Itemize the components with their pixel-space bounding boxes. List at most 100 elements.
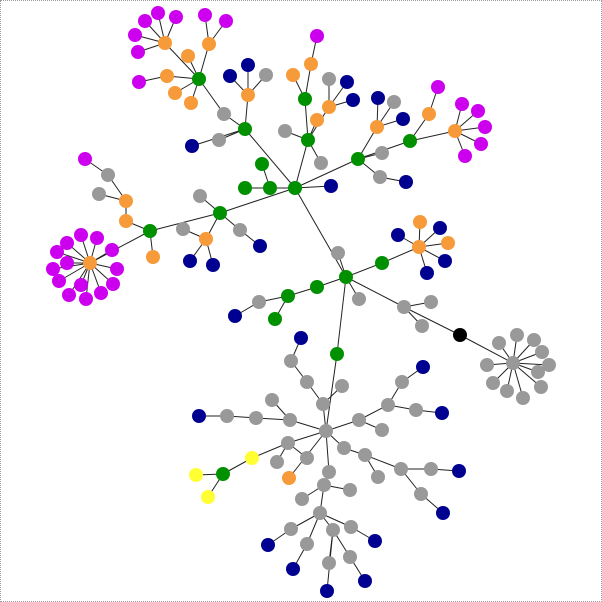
- graph-node-magenta: [106, 277, 120, 291]
- graph-node-magenta: [105, 243, 119, 257]
- graph-node-gray: [331, 246, 345, 260]
- graph-node-gray: [492, 336, 506, 350]
- graph-node-gray: [92, 187, 106, 201]
- graph-node-navy: [435, 406, 449, 420]
- graph-node-navy: [399, 175, 413, 189]
- graph-node-gray: [278, 124, 292, 138]
- graph-node-orange: [310, 113, 324, 127]
- graph-edge: [244, 128, 296, 189]
- graph-node-navy: [420, 266, 434, 280]
- graph-node-green: [143, 224, 157, 238]
- graph-node-gray: [284, 522, 298, 536]
- graph-node-magenta: [431, 80, 445, 94]
- graph-node-green: [255, 157, 269, 171]
- graph-node-gray: [500, 384, 514, 398]
- graph-node-gray: [193, 189, 207, 203]
- graph-node-navy: [320, 584, 334, 598]
- graph-node-orange: [199, 232, 213, 246]
- graph-node-green: [298, 92, 312, 106]
- graph-node-gray: [531, 365, 545, 379]
- graph-node-orange: [413, 215, 427, 229]
- graph-node-gray: [326, 523, 340, 537]
- graph-node-gray: [394, 462, 408, 476]
- graph-node-orange: [241, 88, 255, 102]
- graph-edge: [336, 276, 347, 355]
- graph-node-gray: [317, 478, 331, 492]
- graph-node-magenta: [60, 236, 74, 250]
- graph-node-gray: [516, 391, 530, 405]
- graph-node-magenta: [198, 8, 212, 22]
- graph-node-magenta: [151, 6, 165, 20]
- graph-node-gray: [176, 222, 190, 236]
- graph-node-green: [238, 181, 252, 195]
- graph-node-gray: [265, 393, 279, 407]
- graph-edge: [325, 353, 338, 432]
- graph-node-green: [403, 134, 417, 148]
- graph-node-green: [351, 152, 365, 166]
- graph-node-black: [453, 328, 467, 342]
- graph-node-gray: [352, 292, 366, 306]
- graph-node-magenta: [458, 149, 472, 163]
- graph-node-orange: [158, 36, 172, 50]
- graph-node-magenta: [60, 256, 74, 270]
- graph-node-magenta: [138, 14, 152, 28]
- graph-node-orange: [181, 49, 195, 63]
- graph-node-navy: [368, 534, 382, 548]
- graph-node-magenta: [169, 10, 183, 24]
- graph-node-gray: [395, 375, 409, 389]
- graph-node-green: [339, 270, 353, 284]
- graph-node-gray: [415, 319, 429, 333]
- graph-node-magenta: [310, 29, 324, 43]
- graph-node-navy: [286, 562, 300, 576]
- graph-node-navy: [324, 179, 338, 193]
- graph-edge: [219, 187, 296, 214]
- graph-node-orange: [412, 240, 426, 254]
- graph-node-navy: [192, 409, 206, 423]
- graph-node-navy: [438, 254, 452, 268]
- graph-node-orange: [441, 236, 455, 250]
- graph-node-magenta: [90, 231, 104, 245]
- graph-node-gray: [220, 409, 234, 423]
- graph-node-gray: [535, 345, 549, 359]
- graph-node-magenta: [79, 292, 93, 306]
- graph-node-navy: [436, 506, 450, 520]
- graph-node-gray: [424, 462, 438, 476]
- graph-node-navy: [452, 464, 466, 478]
- graph-node-magenta: [78, 152, 92, 166]
- graph-edge: [294, 187, 347, 278]
- graph-node-gray: [534, 380, 548, 394]
- graph-node-yellow: [201, 490, 215, 504]
- graph-node-gray: [343, 550, 357, 564]
- graph-node-gray: [414, 487, 428, 501]
- graph-node-green: [216, 467, 230, 481]
- graph-node-gray: [314, 156, 328, 170]
- graph-node-orange: [448, 124, 462, 138]
- graph-node-orange: [286, 68, 300, 82]
- graph-node-magenta: [128, 28, 142, 42]
- graph-node-gray: [322, 556, 336, 570]
- graph-node-navy: [396, 112, 410, 126]
- graph-node-yellow: [189, 468, 203, 482]
- graph-node-orange: [422, 107, 436, 121]
- graph-edge: [164, 42, 200, 80]
- graph-node-orange: [370, 120, 384, 134]
- graph-node-gray: [527, 333, 541, 347]
- graph-edge: [294, 139, 309, 189]
- graph-edge: [459, 334, 514, 364]
- graph-node-navy: [206, 258, 220, 272]
- graph-node-gray: [375, 423, 389, 437]
- graph-node-orange: [304, 57, 318, 71]
- graph-node-magenta: [94, 286, 108, 300]
- graph-node-green: [238, 122, 252, 136]
- graph-node-gray: [510, 328, 524, 342]
- graph-node-navy: [294, 331, 308, 345]
- graph-node-green: [263, 181, 277, 195]
- graph-node-navy: [416, 360, 430, 374]
- graph-node-orange: [119, 214, 133, 228]
- graph-node-orange: [119, 194, 133, 208]
- graph-node-gray: [217, 107, 231, 121]
- graph-node-navy: [371, 91, 385, 105]
- graph-node-gray: [300, 375, 314, 389]
